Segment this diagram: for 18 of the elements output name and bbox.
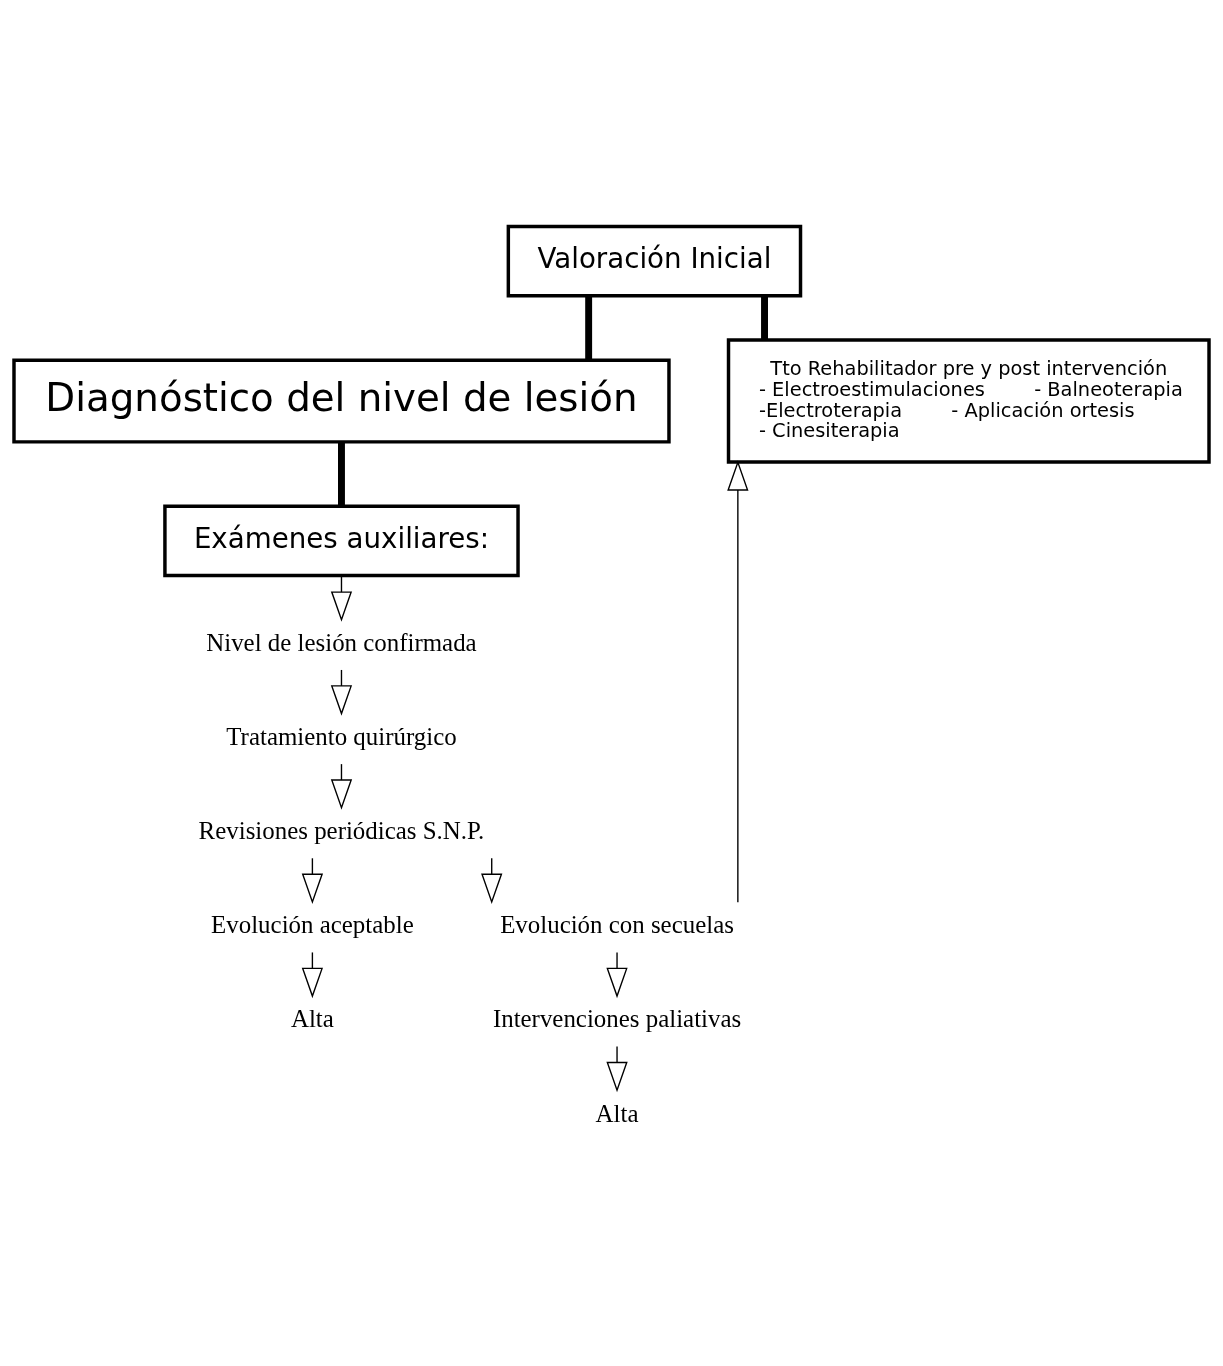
node-box: Exámenes auxiliares: — [163, 504, 520, 577]
node-box: Valoración Inicial — [506, 224, 803, 297]
arrow — [606, 951, 628, 998]
arrow — [727, 459, 749, 903]
node-text: Revisiones periódicas S.N.P. — [198, 816, 485, 844]
node-box: Tto Rehabilitador pre y post intervención - Electroestimulaciones - Balneoterapia -Electroterapia - Aplicación ortesis - Cinesiterapia — [726, 337, 1211, 464]
connector — [338, 441, 345, 506]
connector — [761, 295, 768, 340]
node-text: Alta — [595, 1099, 639, 1127]
node-text: Alta — [290, 1004, 334, 1032]
arrow — [606, 1045, 628, 1092]
node-box: Diagnóstico del nivel de lesión — [12, 357, 671, 444]
node-text: Evolución con secuelas — [500, 910, 734, 938]
node-text: Evolución aceptable — [211, 910, 414, 938]
connector — [585, 295, 593, 360]
node-text: Intervenciones paliativas — [492, 1004, 742, 1032]
node-text: Tratamiento quirúrgico — [226, 722, 457, 750]
node-text: Nivel de lesión confirmada — [206, 628, 477, 656]
